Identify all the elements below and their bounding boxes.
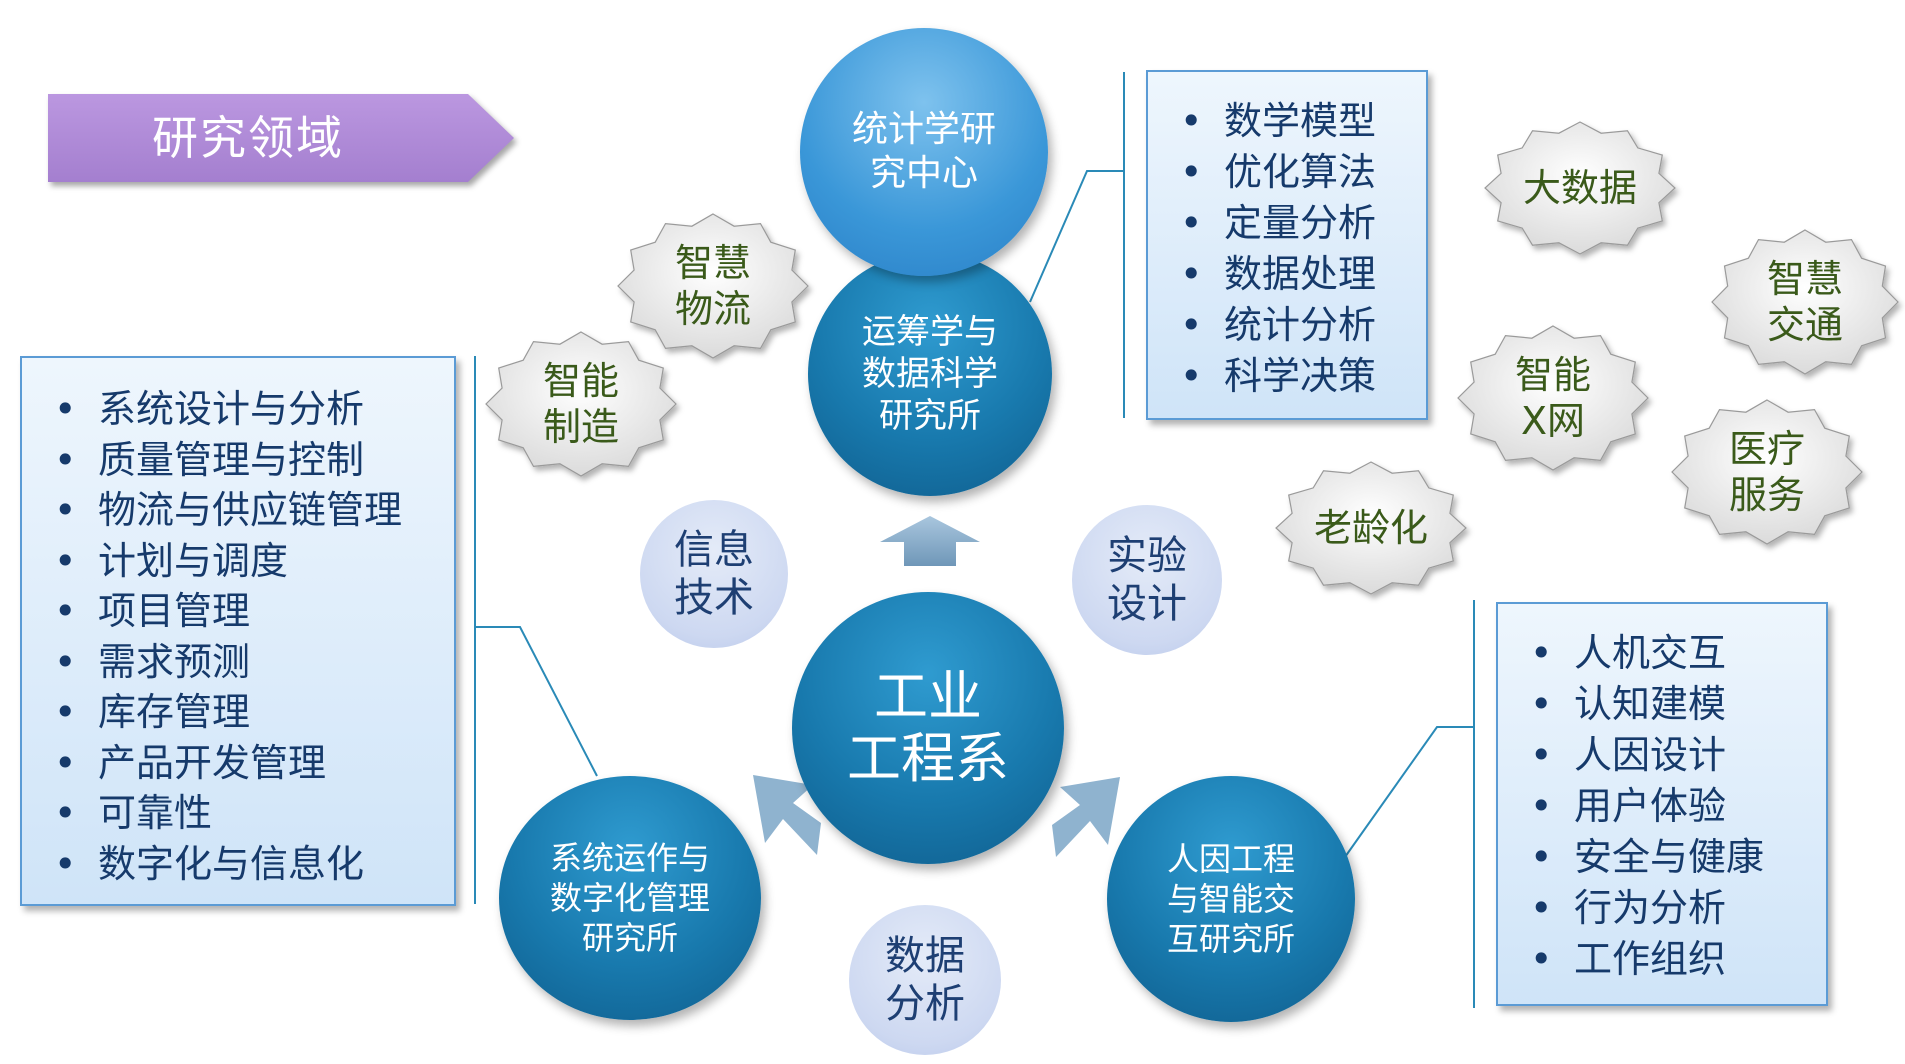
- support-circle-info-tech: 信息 技术: [640, 500, 788, 648]
- list-item: 项目管理: [54, 586, 454, 637]
- support-label-experiment: 实验 设计: [1107, 533, 1187, 627]
- badge-label-smart-x-network: 智能 X网: [1514, 353, 1591, 443]
- list-item: 人因设计: [1530, 730, 1826, 781]
- unit-circle-systems: 系统运作与 数字化管理 研究所: [499, 776, 761, 1020]
- list-item: 优化算法: [1180, 147, 1426, 198]
- center-circle: 工业 工程系: [792, 592, 1064, 864]
- badge-starburst-shape: [1275, 461, 1467, 595]
- operations-connector: [1029, 170, 1124, 303]
- badge-label-healthcare: 医疗 服务: [1728, 427, 1805, 517]
- list-operations: 数学模型优化算法定量分析数据处理统计分析科学决策: [1146, 70, 1428, 420]
- badge-smart-logistics: 智慧 物流: [617, 213, 809, 359]
- list-item: 统计分析: [1180, 300, 1426, 351]
- list-item: 数学模型: [1180, 96, 1426, 147]
- badge-smart-x-network: 智能 X网: [1457, 325, 1649, 471]
- arrow-down-right: [1052, 777, 1120, 857]
- unit-circle-statistics: 统计学研 究中心: [800, 28, 1048, 276]
- list-item: 库存管理: [54, 687, 454, 738]
- unit-label-human-factors: 人因工程 与智能交 互研究所: [1166, 840, 1295, 958]
- support-circle-experiment: 实验 设计: [1072, 505, 1222, 655]
- unit-label-systems: 系统运作与 数字化管理 研究所: [549, 839, 710, 957]
- list-item: 数字化与信息化: [54, 839, 454, 890]
- list-item: 数据处理: [1180, 249, 1426, 300]
- badge-starburst-shape: [617, 213, 809, 359]
- human-factors-connector: [1344, 726, 1474, 858]
- unit-label-operations: 运筹学与 数据科学 研究所: [862, 312, 998, 436]
- list-item: 计划与调度: [54, 536, 454, 587]
- list-item: 可靠性: [54, 788, 454, 839]
- systems-connector: [475, 626, 598, 777]
- list-systems: 系统设计与分析质量管理与控制物流与供应链管理计划与调度项目管理需求预测库存管理产…: [20, 356, 456, 906]
- list-item: 认知建模: [1530, 679, 1826, 730]
- title-banner-shape: [48, 94, 514, 182]
- support-label-data-analysis: 数据 分析: [885, 933, 965, 1027]
- list-item: 物流与供应链管理: [54, 485, 454, 536]
- badge-label-aging: 老龄化: [1313, 506, 1428, 550]
- unit-label-statistics: 统计学研 究中心: [851, 109, 996, 194]
- list-item: 定量分析: [1180, 198, 1426, 249]
- list-item: 产品开发管理: [54, 738, 454, 789]
- page-title: 研究领域: [152, 111, 344, 165]
- list-human-factors: 人机交互认知建模人因设计用户体验安全与健康行为分析工作组织: [1496, 602, 1828, 1006]
- badge-starburst-shape: [1484, 121, 1676, 255]
- list-item: 用户体验: [1530, 781, 1826, 832]
- badge-starburst-shape: [1711, 229, 1899, 375]
- arrow-up: [880, 516, 980, 566]
- center-label: 工业 工程系: [847, 665, 1009, 790]
- badge-healthcare: 医疗 服务: [1671, 399, 1863, 545]
- list-item: 人机交互: [1530, 628, 1826, 679]
- list-item: 工作组织: [1530, 934, 1826, 985]
- badge-smart-manufacturing: 智能 制造: [485, 331, 677, 477]
- badge-label-smart-manufacturing: 智能 制造: [542, 359, 619, 449]
- support-label-info-tech: 信息 技术: [674, 527, 754, 621]
- badge-aging: 老龄化: [1275, 461, 1467, 595]
- unit-circle-operations: 运筹学与 数据科学 研究所: [808, 252, 1052, 496]
- unit-circle-human-factors: 人因工程 与智能交 互研究所: [1107, 776, 1355, 1022]
- list-item: 质量管理与控制: [54, 435, 454, 486]
- list-item: 需求预测: [54, 637, 454, 688]
- badge-smart-transport: 智慧 交通: [1711, 229, 1899, 375]
- list-item: 行为分析: [1530, 883, 1826, 934]
- badge-label-big-data: 大数据: [1522, 166, 1637, 210]
- badge-label-smart-transport: 智慧 交通: [1766, 257, 1843, 347]
- list-item: 安全与健康: [1530, 832, 1826, 883]
- support-circle-data-analysis: 数据 分析: [849, 905, 1001, 1055]
- badge-starburst-shape: [1671, 399, 1863, 545]
- badge-big-data: 大数据: [1484, 121, 1676, 255]
- title-banner: 研究领域: [48, 94, 518, 182]
- badge-label-smart-logistics: 智慧 物流: [674, 241, 751, 331]
- badge-starburst-shape: [485, 331, 677, 477]
- badge-starburst-shape: [1457, 325, 1649, 471]
- list-item: 系统设计与分析: [54, 384, 454, 435]
- arrow-down-left: [753, 775, 821, 855]
- list-item: 科学决策: [1180, 351, 1426, 402]
